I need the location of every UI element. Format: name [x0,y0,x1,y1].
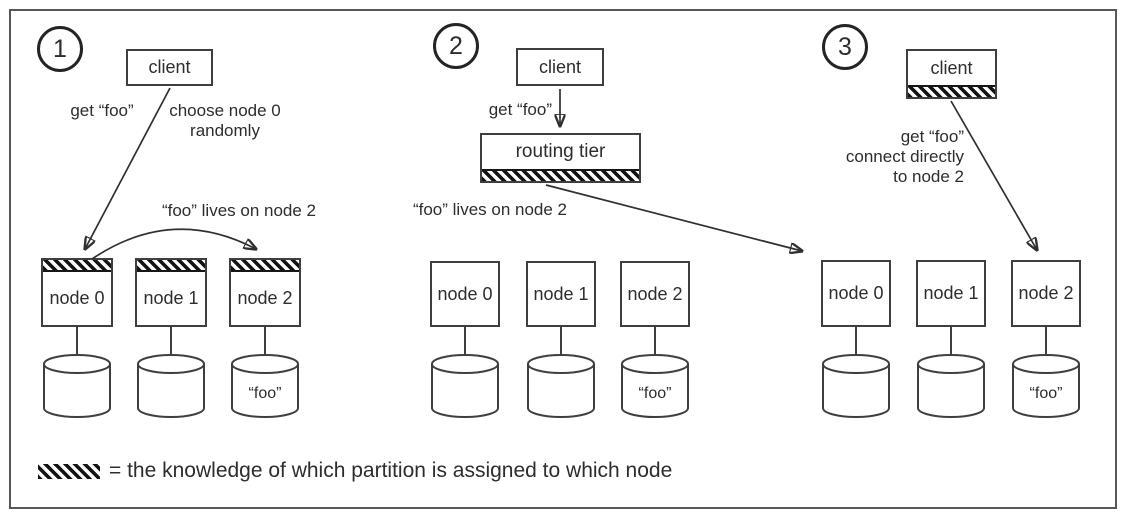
node-db-link [170,326,172,354]
db-cylinder-1-1 [137,354,205,418]
legend-hatch-swatch [38,464,100,479]
node-label: node 2 [237,288,293,308]
legend-text: = the knowledge of which partition is as… [109,459,673,482]
node-box-2-1: node 1 [526,261,596,327]
node-box-1-1: node 1 [135,258,207,327]
node-box-3-2: node 2 [1011,260,1081,327]
node-box-3-0: node 0 [821,260,891,327]
request-label-1: get “foo” [70,101,134,120]
node-label: node 2 [627,283,683,304]
node-label: node 0 [437,283,493,304]
db-cylinder-2-1 [527,354,595,418]
db-data-label: “foo” [639,385,672,402]
node-db-link [560,326,562,354]
node-label: node 0 [828,283,884,303]
node-db-link [1045,326,1047,354]
db-data-label: “foo” [1030,385,1063,402]
node-label: node 1 [533,283,589,304]
node-box-3-1: node 1 [916,260,986,327]
db-cylinder-1-2: “foo” [231,354,299,418]
db-cylinder-3-1 [917,354,985,418]
step-1-number: 1 [53,34,67,63]
partition-knowledge-hatch [482,169,639,181]
client-box-1: client [126,49,213,86]
node-box-2-2: node 2 [620,261,690,327]
partition-knowledge-hatch [908,85,995,97]
forward-note-1: “foo” lives on node 2 [161,201,317,220]
node-db-link [76,326,78,354]
forward-note-2: “foo” lives on node 2 [412,200,568,219]
client-box-3: client [906,49,997,99]
decision-note-3: get “foo” connect directly to node 2 [845,127,964,186]
node-db-link [654,326,656,354]
partition-knowledge-hatch [137,260,205,272]
node-label: node 1 [923,283,979,303]
db-cylinder-2-2: “foo” [621,354,689,418]
step-3-badge: 3 [822,24,868,70]
client-box-2: client [516,48,604,86]
db-cylinder-1-0 [43,354,111,418]
step-1-badge: 1 [37,26,83,72]
db-data-label: “foo” [249,385,282,402]
node-label: node 1 [143,288,199,308]
client-label-1: client [148,57,191,77]
client-label-2: client [538,56,582,77]
decision-note-1: choose node 0 randomly [169,101,281,140]
node-label: node 0 [49,288,105,308]
request-label-2: get “foo” [488,100,552,119]
node-box-1-2: node 2 [229,258,301,327]
node-label: node 2 [1018,283,1074,303]
node-db-link [855,326,857,354]
node-db-link [264,326,266,354]
routing-tier-label: routing tier [515,141,606,162]
db-cylinder-3-0 [822,354,890,418]
node-db-link [464,326,466,354]
db-cylinder-2-0 [431,354,499,418]
partition-knowledge-hatch [43,260,111,272]
node-box-2-0: node 0 [430,261,500,327]
client-label-3: client [930,57,973,78]
partition-knowledge-hatch [231,260,299,272]
node-box-1-0: node 0 [41,258,113,327]
step-2-number: 2 [449,31,463,60]
routing-tier-box: routing tier [480,133,641,183]
step-3-number: 3 [838,32,852,61]
db-cylinder-3-2: “foo” [1012,354,1080,418]
step-2-badge: 2 [433,23,479,69]
node-db-link [950,326,952,354]
